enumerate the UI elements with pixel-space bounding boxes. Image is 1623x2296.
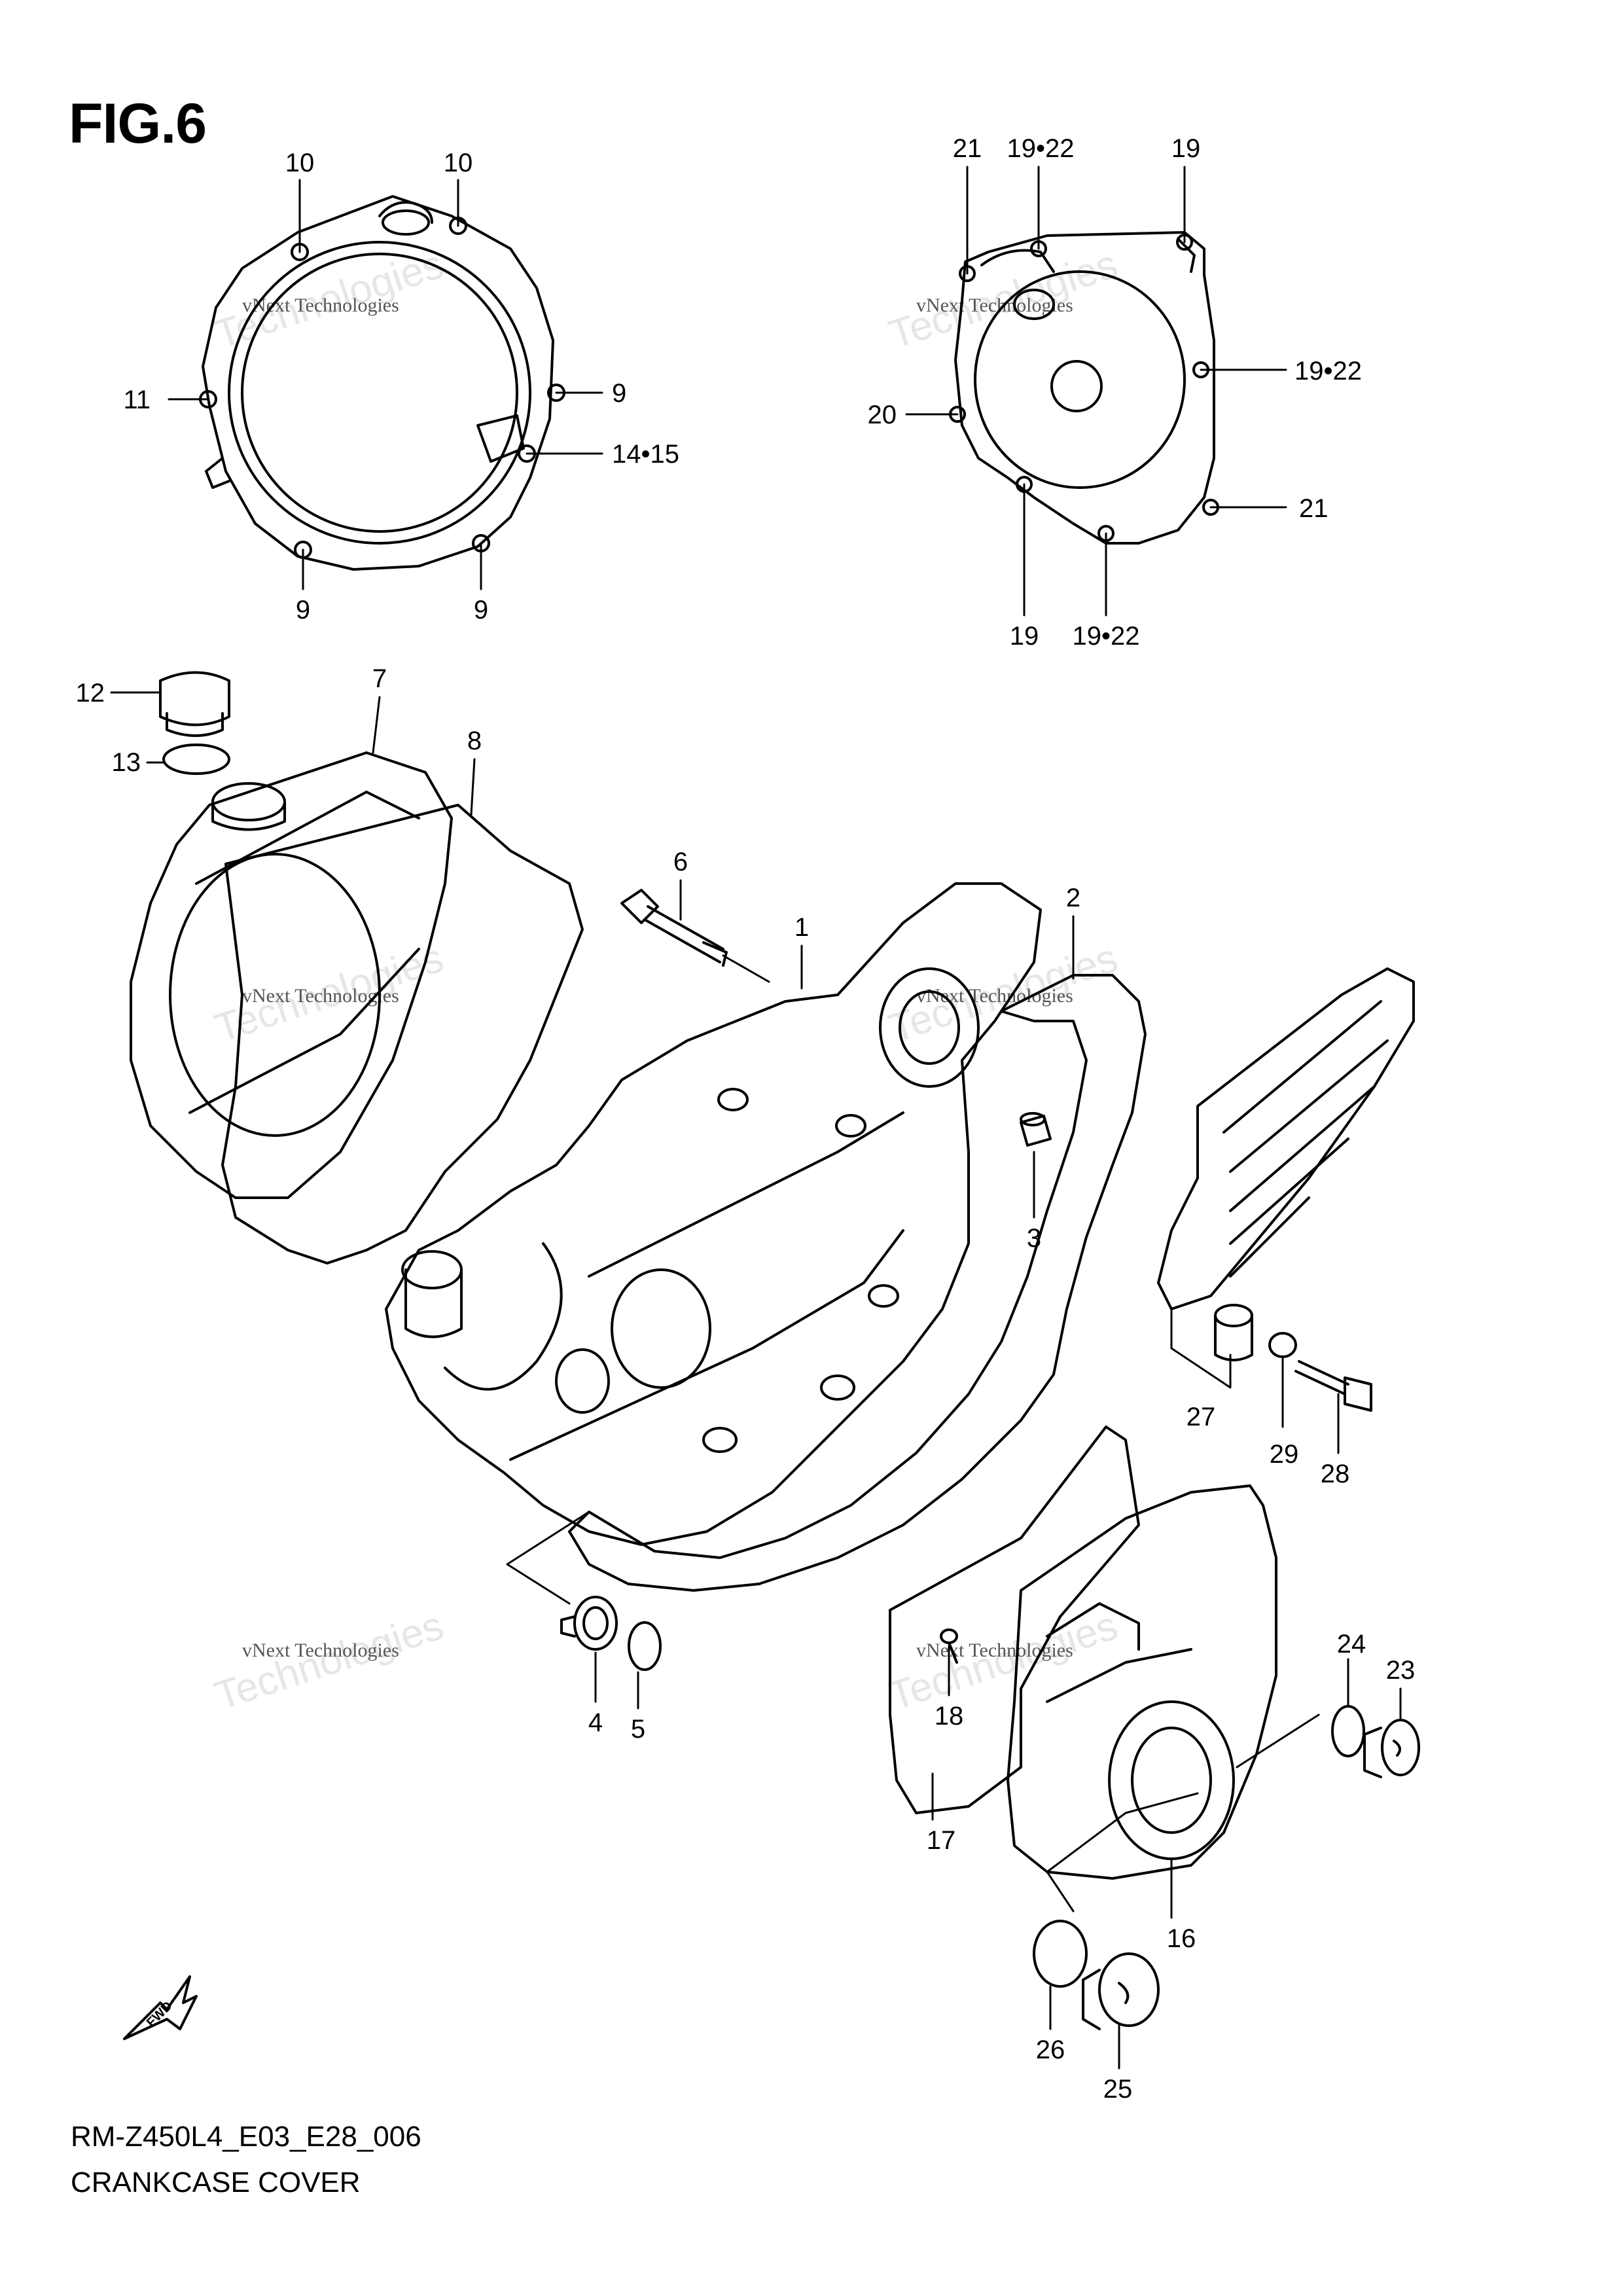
callout-12: 12 xyxy=(76,679,105,708)
leader-lines-cover xyxy=(372,696,476,816)
crankcase-cover-gasket xyxy=(568,974,1147,1592)
leader-lines-clutch-cover xyxy=(168,179,603,590)
callout-7: 7 xyxy=(372,664,387,693)
spacer xyxy=(1214,1304,1253,1361)
callout-11: 11 xyxy=(123,386,151,414)
crankcase-cover xyxy=(385,882,1042,1546)
circlip xyxy=(628,1621,662,1671)
washer xyxy=(1268,1332,1297,1358)
leader-lines-cap xyxy=(110,691,165,764)
fwd-arrow-icon xyxy=(123,1975,198,2040)
callout-19-22: 19•22 xyxy=(1073,622,1140,651)
leader-lines-plug xyxy=(1347,1658,1402,1721)
callout-19-22: 19•22 xyxy=(1007,134,1075,163)
diagram-caption: CRANKCASE COVER xyxy=(71,2166,361,2198)
callout-3: 3 xyxy=(1027,1224,1041,1253)
callout-6: 6 xyxy=(673,848,688,876)
callout-10: 10 xyxy=(444,149,473,177)
oil-filler-cap xyxy=(159,671,230,737)
callout-8: 8 xyxy=(467,726,482,755)
watermark-text: vNext Technologies xyxy=(242,1640,399,1661)
callout-16: 16 xyxy=(1167,1924,1196,1953)
callout-labels: 10 10 11 9 14•15 9 9 21 19•22 19 19•22 2… xyxy=(76,134,1416,2104)
water-pump-gasket xyxy=(889,1426,1140,1814)
clutch-cover-gasket xyxy=(221,804,584,1265)
leader-lines-pump xyxy=(931,1645,1320,1919)
callout-9: 9 xyxy=(296,596,310,624)
dowel-pin xyxy=(1020,1112,1052,1147)
clutch-cover xyxy=(130,751,453,1199)
leader-lines-guard xyxy=(1170,1308,1340,1454)
o-ring xyxy=(162,744,230,775)
callout-17: 17 xyxy=(927,1826,956,1855)
radiator-guard xyxy=(1157,967,1415,1310)
o-ring xyxy=(1331,1705,1365,1757)
watermark-text: vNext Technologies xyxy=(916,295,1073,316)
leader-lines-magneto-cover xyxy=(905,166,1287,617)
callout-2: 2 xyxy=(1066,884,1080,912)
callout-29: 29 xyxy=(1270,1440,1299,1469)
callout-1: 1 xyxy=(794,913,809,942)
o-ring xyxy=(1033,1920,1088,1988)
callout-20: 20 xyxy=(868,401,897,429)
callout-9: 9 xyxy=(474,596,488,624)
callout-27: 27 xyxy=(1186,1403,1216,1431)
callout-21: 21 xyxy=(953,134,982,163)
callout-24: 24 xyxy=(1337,1630,1366,1659)
callout-10: 10 xyxy=(285,149,315,177)
callout-23: 23 xyxy=(1386,1656,1416,1685)
callout-19-22: 19•22 xyxy=(1294,357,1362,386)
callout-19: 19 xyxy=(1171,134,1201,163)
plug xyxy=(1082,1952,1160,2030)
callout-26: 26 xyxy=(1036,2036,1065,2064)
model-code: RM-Z450L4_E03_E28_006 xyxy=(71,2121,421,2153)
bolt xyxy=(1294,1360,1372,1412)
bolt-18 xyxy=(940,1628,958,1664)
magneto-cover-outer xyxy=(954,231,1215,545)
clutch-cover-outer xyxy=(202,195,554,571)
water-pump-cover xyxy=(1007,1484,1277,1880)
callout-28: 28 xyxy=(1321,1460,1350,1488)
callout-9: 9 xyxy=(612,379,626,408)
callout-21: 21 xyxy=(1299,494,1329,523)
magneto-cover-bolt-holes xyxy=(949,234,1219,542)
plug xyxy=(1363,1719,1420,1778)
oil-seal xyxy=(560,1596,618,1651)
callout-25: 25 xyxy=(1103,2075,1133,2104)
watermark-text: vNext Technologies xyxy=(242,985,399,1007)
leader-line-6 xyxy=(679,879,770,983)
figure-title: FIG.6 xyxy=(69,92,207,155)
callout-18: 18 xyxy=(935,1702,964,1731)
callout-14-15: 14•15 xyxy=(612,440,679,469)
leader-lines-plug-lower xyxy=(1049,1985,1120,2070)
callout-19: 19 xyxy=(1010,622,1039,651)
callout-4: 4 xyxy=(588,1708,603,1737)
leader-lines-seal xyxy=(506,1511,639,1710)
clutch-cover-bolt-holes xyxy=(199,217,565,559)
callout-13: 13 xyxy=(112,748,141,777)
bolt xyxy=(620,889,728,967)
callout-5: 5 xyxy=(631,1715,645,1744)
